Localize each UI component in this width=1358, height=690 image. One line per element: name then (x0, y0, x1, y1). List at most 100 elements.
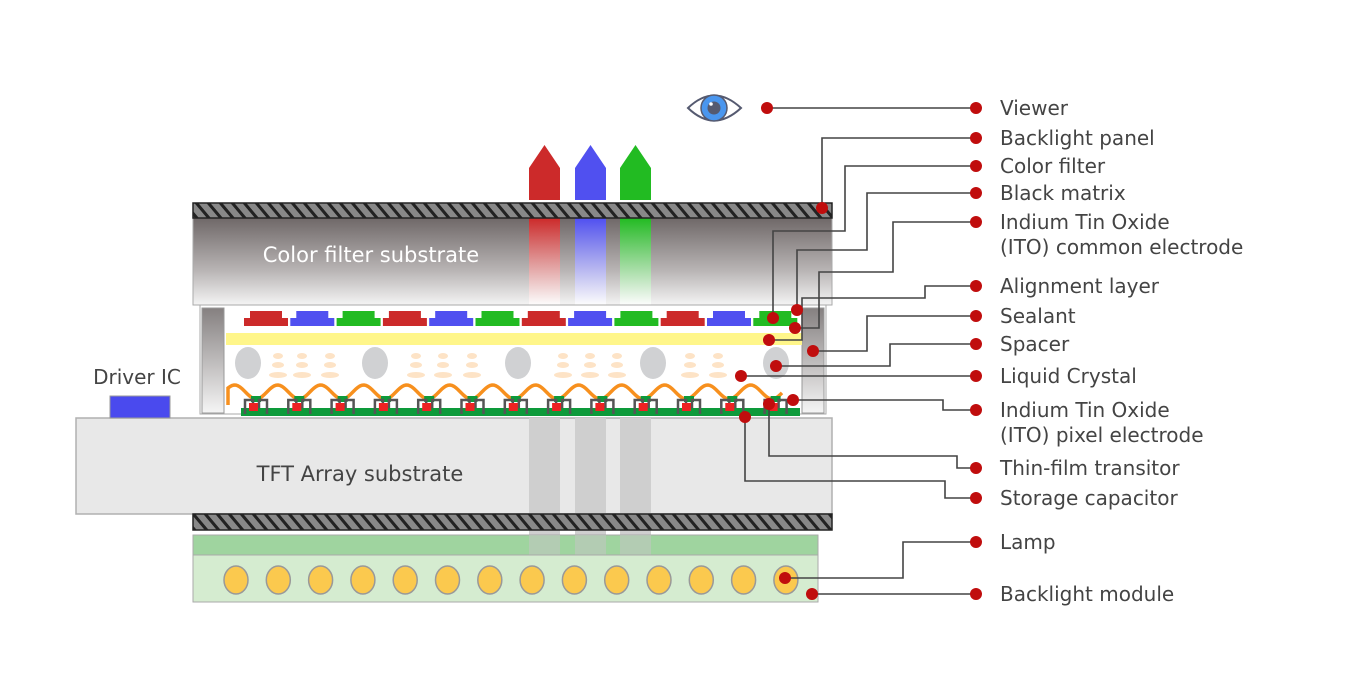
storage-capacitor (335, 403, 345, 411)
marker-dot (970, 102, 982, 114)
marker-dot (970, 132, 982, 144)
arrow-green (620, 145, 651, 200)
marker-dot (970, 280, 982, 292)
liquid-crystal-molecule (296, 362, 308, 368)
color-filter-cell (660, 311, 705, 326)
marker-dot (970, 404, 982, 416)
color-filter-cell (382, 311, 427, 326)
marker-dot (970, 462, 982, 474)
tft-gate (251, 396, 261, 402)
arrow-blue (575, 145, 606, 200)
label-ito-common: Indium Tin Oxide (1000, 210, 1170, 234)
liquid-crystal-molecule (581, 372, 599, 378)
tft-gate (727, 396, 738, 402)
storage-capacitor (682, 403, 691, 411)
leader-line-tft (768, 404, 976, 469)
leader-line-backlight-panel (821, 137, 976, 208)
liquid-crystal-molecule (681, 372, 699, 378)
lamp-icon (688, 565, 715, 595)
marker-dot (970, 370, 982, 382)
liquid-crystal-molecule (297, 353, 307, 359)
label-ito-pixel: (ITO) pixel electrode (1000, 423, 1204, 447)
leader-line-alignment-layer (769, 285, 976, 341)
liquid-crystal-molecule (325, 353, 335, 359)
color-filter-cell (521, 311, 566, 326)
liquid-crystal-row (235, 347, 789, 379)
lamp-icon (730, 565, 757, 595)
label-sealant: Sealant (1000, 304, 1076, 328)
storage-capacitor (725, 403, 735, 411)
storage-capacitor (422, 403, 432, 411)
label-ito-common: (ITO) common electrode (1000, 235, 1243, 259)
liquid-crystal-molecule (407, 372, 425, 378)
color-filter-cell (475, 311, 520, 326)
diffuser (192, 534, 819, 556)
tft-gate (597, 396, 608, 402)
liquid-crystal-molecule (411, 353, 421, 359)
tft-gate (467, 396, 478, 402)
driver-ic (109, 395, 171, 419)
storage-capacitor (638, 403, 648, 411)
marker-dot (791, 304, 803, 316)
color-filter-substrate (192, 217, 833, 306)
lamp-icon (646, 565, 672, 595)
label-lamp: Lamp (1000, 530, 1056, 554)
liquid-crystal-molecule (324, 362, 336, 368)
color-filter-cell (244, 311, 288, 326)
color-filter-cell (614, 311, 659, 326)
marker-dot (761, 102, 773, 114)
liquid-crystal-molecule (712, 362, 724, 368)
leader-line-storage-capacitor (744, 417, 976, 499)
storage-capacitor (465, 403, 475, 411)
sealant-right (801, 307, 825, 414)
storage-capacitor (378, 403, 388, 411)
driver-ic-label: Driver IC (93, 365, 181, 389)
liquid-crystal-molecule (685, 353, 695, 359)
liquid-crystal-molecule (437, 362, 449, 368)
liquid-crystal-molecule (438, 353, 448, 359)
tft-gate (424, 396, 435, 402)
label-tft: Thin-film transitor (999, 456, 1180, 480)
lamp-icon (519, 565, 545, 595)
tft-gate (684, 396, 694, 402)
liquid-crystal-molecule (463, 372, 481, 378)
leader-line-black-matrix (796, 192, 976, 310)
label-backlight-panel: Backlight panel (1000, 126, 1155, 150)
label-liquid-crystal: Liquid Crystal (1000, 364, 1137, 388)
beam-gray-2 (575, 418, 606, 555)
liquid-crystal-molecule (272, 362, 284, 368)
liquid-crystal-molecule (612, 353, 622, 359)
leader-line-ito-pixel (793, 399, 976, 411)
lamp-icon (223, 565, 249, 595)
marker-dot (789, 322, 801, 334)
tft-gate (770, 396, 781, 402)
label-ito-pixel: Indium Tin Oxide (1000, 398, 1170, 422)
marker-dot (970, 216, 982, 228)
sealant-left (201, 307, 225, 414)
leader-line-sealant (813, 315, 976, 352)
leader-line-spacer (776, 343, 976, 367)
tft-gate (380, 396, 391, 402)
leader-line-color-filter (772, 165, 976, 318)
liquid-crystal-molecule (584, 362, 596, 368)
liquid-crystal-molecule (434, 372, 452, 378)
marker-dot (767, 312, 779, 324)
liquid-crystal-molecule (608, 372, 626, 378)
liquid-crystal-molecule (467, 353, 477, 359)
liquid-crystal-molecule (713, 353, 723, 359)
color-filter-cell (707, 311, 751, 326)
marker-dot (970, 160, 982, 172)
backlight-module (192, 554, 819, 603)
lamp-icon (350, 565, 376, 595)
color-filter-substrate-label: Color filter substrate (263, 243, 479, 267)
leader-lines (741, 107, 976, 595)
label-viewer: Viewer (1000, 96, 1069, 120)
liquid-crystal-molecule (611, 362, 623, 368)
liquid-crystal-molecule (293, 372, 311, 378)
marker-dot (763, 334, 775, 346)
color-filter-row (244, 311, 798, 326)
storage-capacitor (249, 403, 258, 411)
marker-dot (970, 588, 982, 600)
marker-dot (735, 370, 747, 382)
